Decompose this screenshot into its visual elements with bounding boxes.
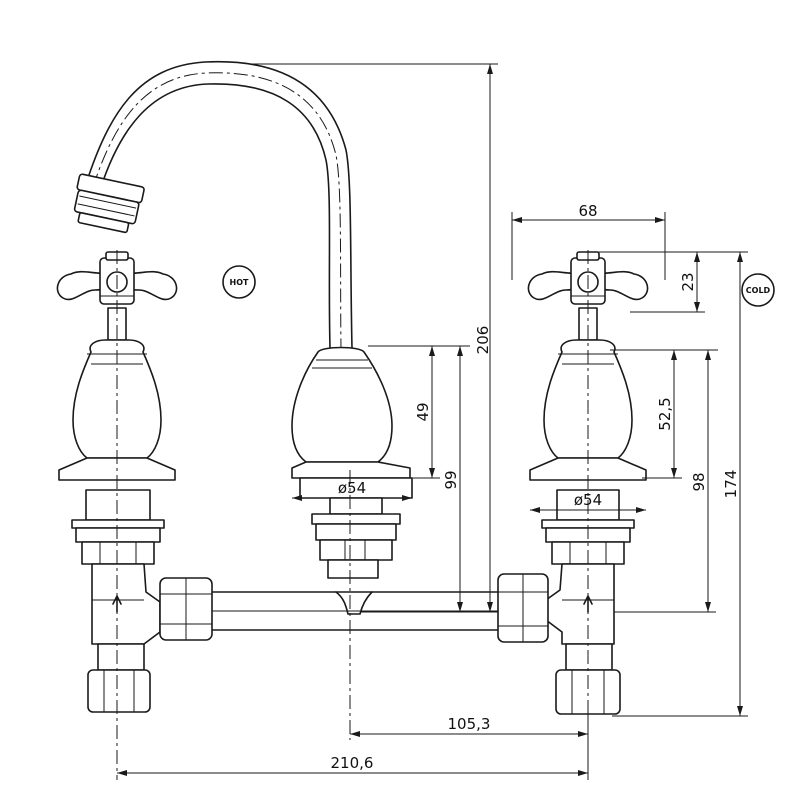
cold-valve: COLD — [497, 251, 775, 715]
center-lines — [116, 250, 589, 780]
cold-indicator-badge — [741, 273, 775, 307]
cold-label: COLD — [746, 286, 771, 295]
dim-centres: 210,6 — [331, 754, 374, 772]
dim-handle-height: 23 — [679, 272, 697, 291]
dim-half-centres: 105,3 — [448, 715, 491, 733]
dimension-lines — [117, 63, 748, 780]
dim-body-to-bridge-cold: 98 — [690, 472, 708, 491]
spout — [73, 60, 353, 351]
hot-indicator-badge — [222, 265, 256, 299]
dim-handle-span: 68 — [578, 202, 597, 220]
hot-label: HOT — [230, 278, 249, 287]
dim-body-height-hot: 49 — [414, 402, 432, 421]
dim-total-height-cold: 174 — [722, 470, 740, 499]
dim-body-to-bridge-hot: 99 — [442, 470, 460, 489]
hot-valve: HOT — [56, 251, 256, 713]
bridge-pipe — [209, 591, 501, 631]
dim-flange-diameter-center: ø54 — [338, 479, 366, 497]
dim-body-height-cold: 52,5 — [656, 397, 674, 430]
dim-flange-diameter-right: ø54 — [574, 491, 602, 509]
spout-body — [291, 346, 413, 579]
dim-spout-height: 206 — [474, 326, 492, 355]
